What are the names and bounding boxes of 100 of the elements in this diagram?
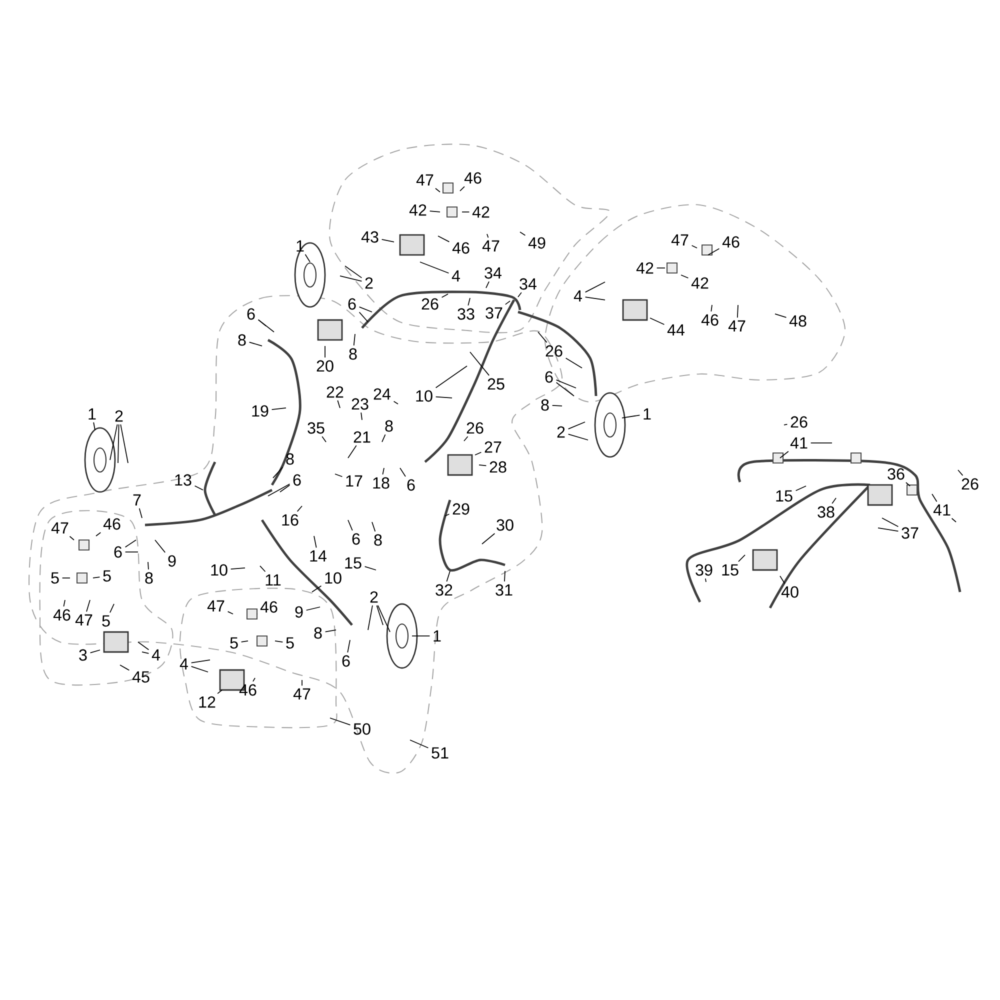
leader-line (622, 414, 640, 418)
callout-number: 6 (352, 533, 360, 545)
callout-number: 33 (458, 308, 474, 320)
callout-number: 31 (496, 584, 512, 596)
callout-number: 8 (349, 348, 357, 360)
callout-number: 4 (152, 649, 160, 661)
leader-line (258, 319, 274, 332)
leader-line (784, 424, 788, 426)
leader-line (446, 570, 450, 582)
leader-line (376, 605, 384, 626)
leader-line (906, 482, 910, 486)
leader-line (441, 294, 448, 298)
leader-line (520, 232, 526, 236)
leader-line (148, 562, 149, 570)
callout-number: 6 (545, 371, 553, 383)
callout-number: 50 (354, 723, 370, 735)
leader-line (710, 304, 712, 312)
callout-number: 26 (962, 478, 978, 490)
callout-number: 10 (416, 390, 432, 402)
leader-line (795, 486, 806, 492)
callout-number: 42 (409, 204, 426, 216)
leader-line (429, 210, 440, 212)
leader-line (110, 604, 114, 613)
leader-line (377, 605, 390, 632)
callout-number: 5 (103, 570, 111, 582)
callout-number: 36 (888, 468, 904, 480)
leader-line (304, 254, 310, 262)
leader-line (435, 396, 452, 398)
leader-line (358, 312, 368, 322)
callout-number: 49 (528, 237, 546, 249)
callout-number: 42 (472, 206, 490, 218)
leader-line (274, 640, 284, 642)
leader-line (932, 494, 938, 502)
callout-number: 39 (696, 564, 712, 576)
leader-line (708, 248, 720, 256)
callout-number: 17 (346, 475, 362, 487)
leader-line (410, 740, 429, 748)
leader-line (468, 298, 470, 306)
callout-number: 47 (482, 240, 500, 252)
leader-line (358, 306, 372, 312)
callout-number: 46 (260, 601, 278, 613)
callout-number: 15 (722, 564, 738, 576)
callout-number: 6 (293, 474, 301, 486)
leader-line (460, 186, 465, 192)
leader-line (118, 424, 120, 464)
callout-number: 2 (365, 277, 373, 289)
leader-line (322, 436, 326, 442)
callout-number: 34 (484, 267, 502, 279)
leader-line (482, 533, 496, 544)
leader-line (142, 652, 150, 654)
callout-number: 4 (452, 270, 460, 282)
leader-line (486, 234, 489, 238)
leader-line (348, 520, 353, 531)
leader-line (334, 474, 343, 478)
callout-number: 2 (557, 426, 565, 438)
leader-line (518, 292, 522, 298)
leader-line (565, 358, 582, 368)
leader-line (360, 412, 362, 420)
callout-number: 13 (175, 474, 192, 486)
callout-number: 47 (728, 320, 746, 332)
leader-line (552, 404, 562, 406)
leader-line (382, 434, 386, 442)
callout-number: 1 (434, 630, 441, 642)
callout-number: 16 (282, 514, 298, 526)
leader-line (217, 690, 222, 694)
leader-line (340, 276, 362, 282)
leader-line (364, 566, 376, 570)
leader-line (538, 332, 548, 343)
leader-line (882, 518, 899, 528)
leader-line (958, 470, 964, 476)
leader-line (435, 366, 468, 388)
callout-number: 5 (286, 637, 294, 649)
callout-number: 15 (776, 490, 792, 502)
leader-line (438, 236, 450, 242)
leader-line (381, 239, 394, 242)
leader-line (435, 188, 440, 192)
leader-line (337, 400, 340, 408)
callout-number: 8 (145, 572, 153, 584)
leader-line (190, 660, 210, 664)
leader-line (258, 319, 266, 326)
leader-line (478, 464, 487, 466)
leader-line (124, 540, 136, 548)
leader-line (271, 408, 286, 410)
callout-number: 51 (432, 747, 448, 759)
callout-number: 7 (133, 494, 141, 506)
callout-number: 35 (308, 422, 324, 434)
callout-number: 8 (238, 334, 246, 346)
callout-number: 5 (51, 572, 59, 584)
leader-line (314, 536, 317, 548)
callout-number: 8 (314, 627, 322, 639)
leader-line (470, 352, 490, 376)
callout-number: 8 (286, 453, 294, 465)
callout-number: 41 (933, 504, 950, 516)
leader-line (650, 318, 665, 325)
leader-line (330, 718, 351, 726)
leader-line (154, 540, 166, 553)
leader-line (90, 650, 100, 654)
callout-number: 47 (51, 522, 68, 534)
callout-number: 40 (781, 586, 798, 598)
callout-number: 3 (79, 649, 87, 661)
